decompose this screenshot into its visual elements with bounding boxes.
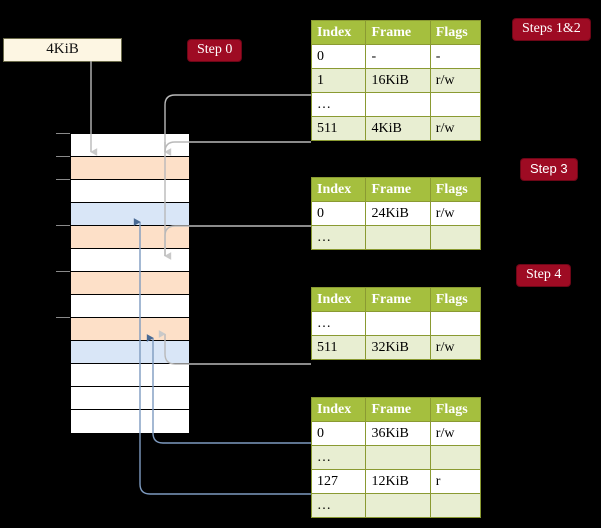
table-cell-flags <box>429 493 482 518</box>
table-cell-frame: 24KiB <box>365 201 431 226</box>
table-cell-index: … <box>310 445 367 470</box>
memory-frame-row <box>71 226 189 249</box>
column-header-index: Index <box>310 397 367 422</box>
memory-row-tick <box>56 179 70 180</box>
step-badge-step0: Step 0 <box>188 40 242 61</box>
memory-frame-row <box>71 134 189 157</box>
table-cell-index: 0 <box>310 201 367 226</box>
column-header-flags: Flags <box>429 287 482 312</box>
memory-frame-row <box>71 180 189 203</box>
table-cell-flags: r/w <box>429 116 482 141</box>
table-cell-flags: r <box>429 469 482 494</box>
table-row: … <box>310 225 482 250</box>
source-frame-label: 4KiB <box>46 41 79 57</box>
source-frame-box: 4KiB <box>3 38 122 62</box>
memory-frame-row <box>71 249 189 272</box>
step-badge-steps12: Steps 1&2 <box>513 19 590 40</box>
memory-frame-row <box>71 387 189 410</box>
table-cell-frame: - <box>365 44 431 69</box>
table-cell-index: … <box>310 225 367 250</box>
table-cell-flags <box>429 311 482 336</box>
table-cell-frame <box>365 225 431 250</box>
column-header-index: Index <box>310 177 367 202</box>
table-cell-flags: - <box>429 44 482 69</box>
memory-frame-row <box>71 295 189 318</box>
column-header-frame: Frame <box>365 20 431 45</box>
table-row: … <box>310 311 482 336</box>
table-cell-flags <box>429 445 482 470</box>
table-cell-frame: 4KiB <box>365 116 431 141</box>
table-cell-index: 0 <box>310 44 367 69</box>
memory-frame-row <box>71 157 189 180</box>
memory-frame-row <box>71 318 189 341</box>
column-header-index: Index <box>310 20 367 45</box>
table-cell-frame <box>365 493 431 518</box>
table-cell-index: 511 <box>310 116 367 141</box>
table-cell-frame: 12KiB <box>365 469 431 494</box>
table-cell-frame: 16KiB <box>365 68 431 93</box>
memory-row-tick <box>56 271 70 272</box>
memory-frame-row <box>71 203 189 226</box>
step-badge-step4: Step 4 <box>517 265 571 286</box>
column-header-index: Index <box>310 287 367 312</box>
memory-frame-row <box>71 341 189 364</box>
memory-row-tick <box>56 225 70 226</box>
table-cell-index: 511 <box>310 335 367 360</box>
table-cell-frame: 36KiB <box>365 421 431 446</box>
table-cell-index: 0 <box>310 421 367 446</box>
table-cell-frame <box>365 92 431 117</box>
table-cell-frame <box>365 311 431 336</box>
memory-frame-row <box>71 272 189 295</box>
table-cell-index: 1 <box>310 68 367 93</box>
step-badge-step3: Step 3 <box>521 159 577 180</box>
column-header-frame: Frame <box>365 287 431 312</box>
table-cell-frame <box>365 445 431 470</box>
memory-frame-row <box>71 410 189 433</box>
column-header-flags: Flags <box>429 397 482 422</box>
table-cell-flags <box>429 92 482 117</box>
table-cell-index: … <box>310 92 367 117</box>
table-row: … <box>310 92 482 117</box>
table-cell-flags: r/w <box>429 421 482 446</box>
table-cell-flags: r/w <box>429 201 482 226</box>
table-cell-flags <box>429 225 482 250</box>
memory-row-tick <box>56 156 70 157</box>
table-cell-frame: 32KiB <box>365 335 431 360</box>
table-cell-index: … <box>310 493 367 518</box>
table-row: … <box>310 493 482 518</box>
table-cell-flags: r/w <box>429 335 482 360</box>
table-cell-index: 127 <box>310 469 367 494</box>
column-header-flags: Flags <box>429 20 482 45</box>
column-header-frame: Frame <box>365 177 431 202</box>
physical-memory-column <box>70 133 190 433</box>
table-row: … <box>310 445 482 470</box>
table-cell-flags: r/w <box>429 68 482 93</box>
table-row: 0-- <box>310 44 482 69</box>
memory-row-tick <box>56 317 70 318</box>
column-header-flags: Flags <box>429 177 482 202</box>
memory-row-tick <box>56 133 70 134</box>
table-cell-index: … <box>310 311 367 336</box>
memory-frame-row <box>71 364 189 387</box>
column-header-frame: Frame <box>365 397 431 422</box>
